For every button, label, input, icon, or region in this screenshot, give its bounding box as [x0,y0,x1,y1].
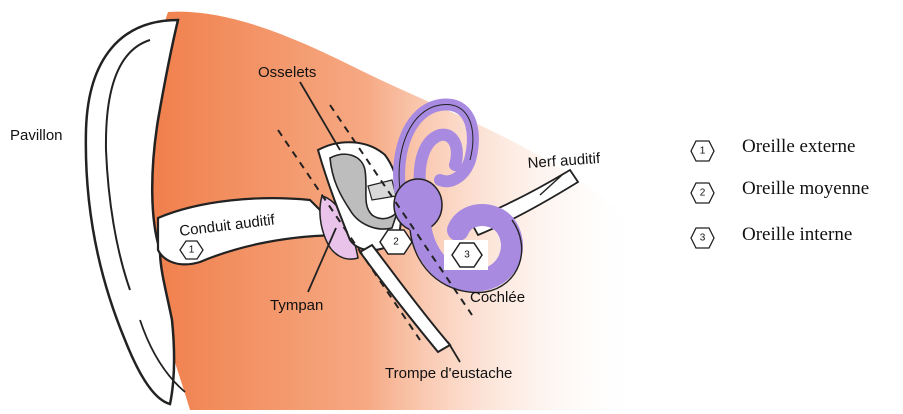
label-cochlee: Cochlée [470,289,525,306]
marker-1: 1 [180,241,203,259]
label-pavillon: Pavillon [10,127,63,144]
legend-item-1: 1 Oreille externe [691,136,855,161]
label-tympan: Tympan [270,297,323,314]
legend-label-2: Oreille moyenne [742,178,869,199]
svg-text:1: 1 [189,245,195,256]
label-nerf-auditif: Nerf auditif [527,150,601,172]
legend: 1 Oreille externe 2 Oreille moyenne 3 Or… [691,136,869,248]
legend-label-3: Oreille interne [742,224,852,245]
svg-text:3: 3 [464,250,470,261]
legend-item-3: 3 Oreille interne [691,224,852,248]
marker-2: 2 [380,230,412,254]
svg-text:1: 1 [700,146,706,157]
svg-text:2: 2 [393,237,399,248]
svg-text:3: 3 [700,233,706,244]
label-osselets: Osselets [258,64,316,81]
label-trompe-eustache: Trompe d'eustache [385,365,512,382]
marker-3: 3 [444,240,488,270]
svg-text:2: 2 [700,188,706,199]
legend-item-2: 2 Oreille moyenne [691,178,869,203]
legend-label-1: Oreille externe [742,136,855,157]
